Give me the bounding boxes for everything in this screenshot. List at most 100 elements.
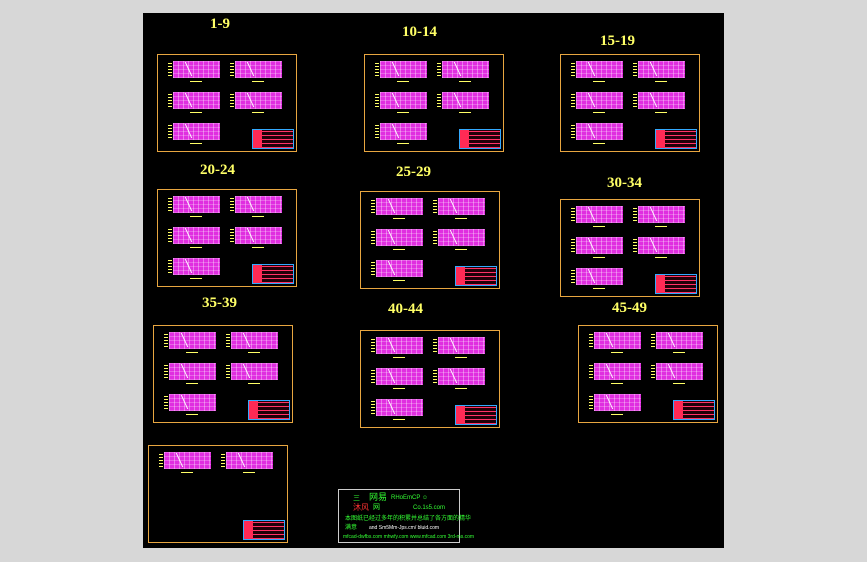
dimension-ticks [221,454,225,467]
title-block [252,264,294,284]
drawing-sheet[interactable] [437,61,489,82]
sheet-caption-line [673,352,685,353]
sheet-grid [638,61,685,78]
sheet-caption-line [393,357,405,358]
drawing-frame[interactable] [153,325,293,423]
sheet-caption-line [459,81,471,82]
stamp-line4-a: 满意 [345,525,358,531]
drawing-sheet[interactable] [589,332,641,353]
drawing-frame[interactable] [360,330,500,428]
sheet-grid [376,198,423,215]
drawing-frame[interactable] [578,325,718,423]
sheet-grid [638,92,685,109]
drawing-sheet[interactable] [371,399,423,420]
drawing-frame[interactable] [560,199,700,297]
drawing-sheet[interactable] [230,196,282,217]
drawing-sheet[interactable] [230,92,282,113]
sheet-grid [235,196,282,213]
title-block [455,405,497,425]
drawing-sheet[interactable] [633,92,685,113]
drawing-sheet[interactable] [375,123,427,144]
drawing-sheet[interactable] [168,196,220,217]
drawing-sheet[interactable] [571,206,623,227]
drawing-sheet[interactable] [230,227,282,248]
sheet-grid [576,123,623,140]
sheet-grid [438,368,485,385]
title-block [655,274,697,294]
drawing-sheet[interactable] [168,123,220,144]
group-label-8: 40-44 [388,301,423,317]
drawing-sheet[interactable] [226,363,278,384]
drawing-sheet[interactable] [164,394,216,415]
dimension-ticks [633,239,637,252]
drawing-sheet[interactable] [571,92,623,113]
drawing-sheet[interactable] [571,61,623,82]
drawing-frame[interactable] [157,54,297,152]
dimension-ticks [589,365,593,378]
drawing-sheet[interactable] [221,452,273,473]
drawing-sheet[interactable] [633,237,685,258]
sheet-grid [376,337,423,354]
drawing-frame[interactable] [157,189,297,287]
drawing-sheet[interactable] [371,260,423,281]
drawing-sheet[interactable] [571,237,623,258]
title-block-stamp [253,265,262,283]
drawing-sheet[interactable] [230,61,282,82]
drawing-frame[interactable] [560,54,700,152]
drawing-sheet[interactable] [571,268,623,289]
drawing-sheet[interactable] [159,452,211,473]
drawing-sheet[interactable] [226,332,278,353]
drawing-sheet[interactable] [433,368,485,389]
dimension-ticks [230,198,234,211]
drawing-sheet[interactable] [375,61,427,82]
sheet-grid [173,196,220,213]
drawing-sheet[interactable] [164,332,216,353]
drawing-sheet[interactable] [168,258,220,279]
dimension-ticks [226,334,230,347]
drawing-sheet[interactable] [589,394,641,415]
drawing-sheet[interactable] [437,92,489,113]
drawing-frame[interactable] [364,54,504,152]
title-block [248,400,290,420]
stamp-line2-c: Co.1s5.com [413,505,446,511]
dimension-ticks [589,396,593,409]
drawing-sheet[interactable] [571,123,623,144]
drawing-sheet[interactable] [168,227,220,248]
sheet-caption-line [455,249,467,250]
drawing-sheet[interactable] [433,198,485,219]
group-label-5: 25-29 [396,164,431,180]
drawing-sheet[interactable] [375,92,427,113]
drawing-sheet[interactable] [168,61,220,82]
drawing-sheet[interactable] [168,92,220,113]
drawing-sheet[interactable] [633,206,685,227]
drawing-sheet[interactable] [651,332,703,353]
drawing-frame[interactable] [360,191,500,289]
sheet-caption-line [252,216,264,217]
drawing-sheet[interactable] [433,337,485,358]
sheet-grid [576,61,623,78]
sheet-caption-line [593,143,605,144]
drawing-sheet[interactable] [651,363,703,384]
dimension-ticks [375,94,379,107]
drawing-sheet[interactable] [371,337,423,358]
sheet-grid [376,399,423,416]
sheet-grid [442,92,489,109]
drawing-sheet[interactable] [371,368,423,389]
drawing-sheet[interactable] [371,229,423,250]
sheet-grid [594,332,641,349]
dimension-ticks [633,208,637,221]
drawing-sheet[interactable] [433,229,485,250]
sheet-caption-line [248,352,260,353]
drawing-sheet[interactable] [633,61,685,82]
drawing-sheet[interactable] [164,363,216,384]
dimension-ticks [433,370,437,383]
sheet-caption-line [190,143,202,144]
drawing-sheet[interactable] [589,363,641,384]
sheet-caption-line [248,383,260,384]
drawing-sheet[interactable] [371,198,423,219]
sheet-grid [235,92,282,109]
dimension-ticks [230,94,234,107]
drawing-frame[interactable] [148,445,288,543]
group-label-1: 1-9 [210,16,230,32]
